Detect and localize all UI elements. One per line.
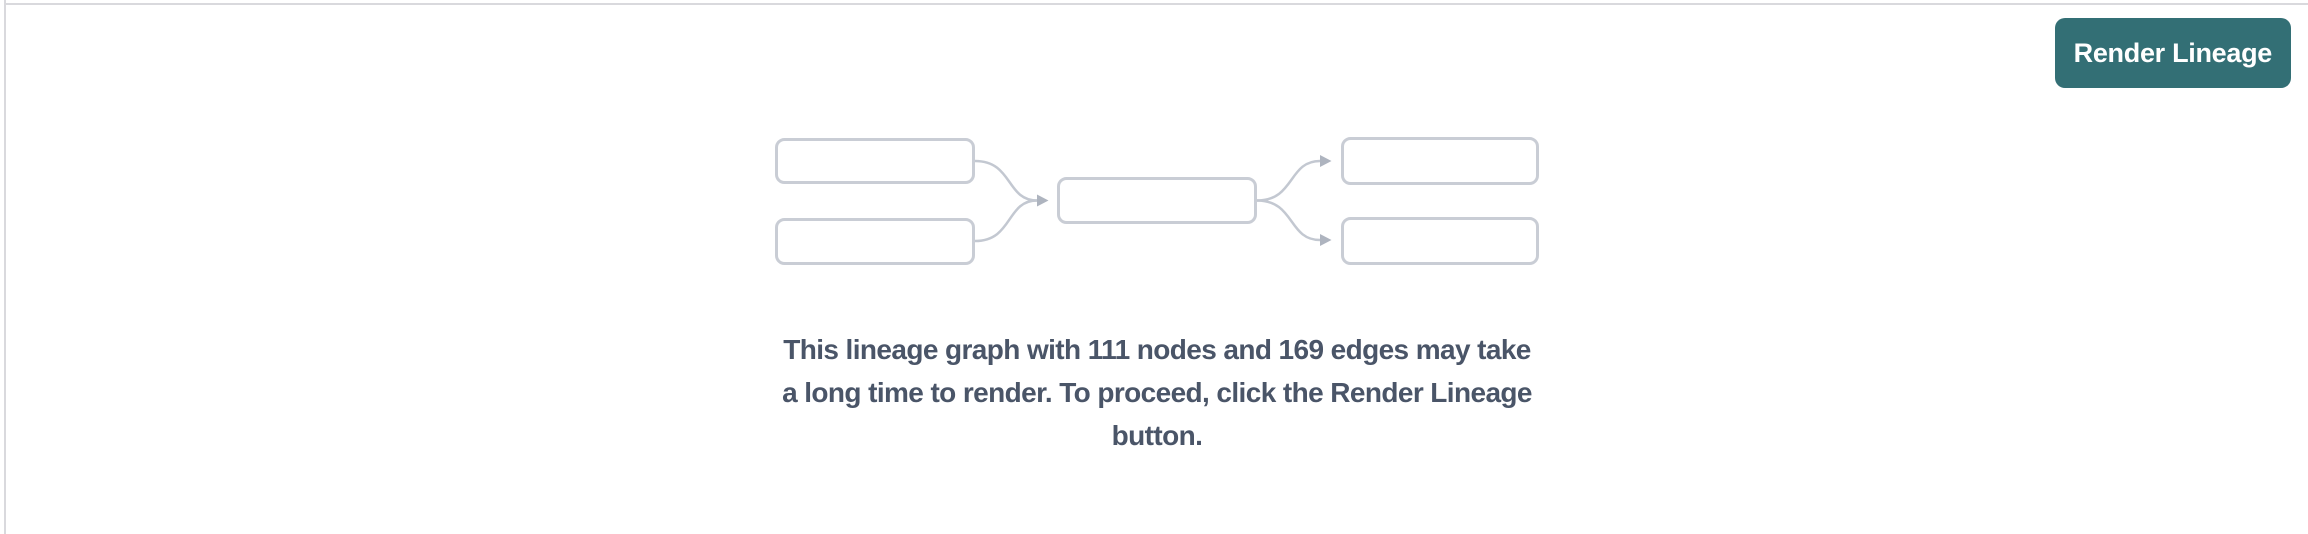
node-box-middle [1057, 177, 1257, 224]
node-boxes [775, 137, 1539, 265]
node-box-bottom-left [775, 218, 975, 265]
node-box-bottom-right [1341, 217, 1539, 265]
message-line-2: a long time to render. To proceed, click… [782, 377, 1532, 408]
arrowhead-icons [1037, 155, 1332, 246]
node-box-top-left [775, 138, 975, 184]
left-divider-line [4, 0, 6, 534]
render-lineage-button[interactable]: Render Lineage [2054, 18, 2291, 88]
lineage-panel: Render Lineage [6, 3, 2308, 534]
message-line-3: button. [1111, 420, 1203, 451]
message-line-1: This lineage graph with 111 nodes and 16… [783, 334, 1531, 365]
edge-curves [974, 159, 1321, 243]
node-box-top-right [1341, 137, 1539, 185]
lineage-graph-placeholder-icon [775, 137, 1539, 265]
render-warning-message: This lineage graph with 111 nodes and 16… [782, 328, 1532, 457]
lineage-empty-state: This lineage graph with 111 nodes and 16… [6, 5, 2308, 457]
